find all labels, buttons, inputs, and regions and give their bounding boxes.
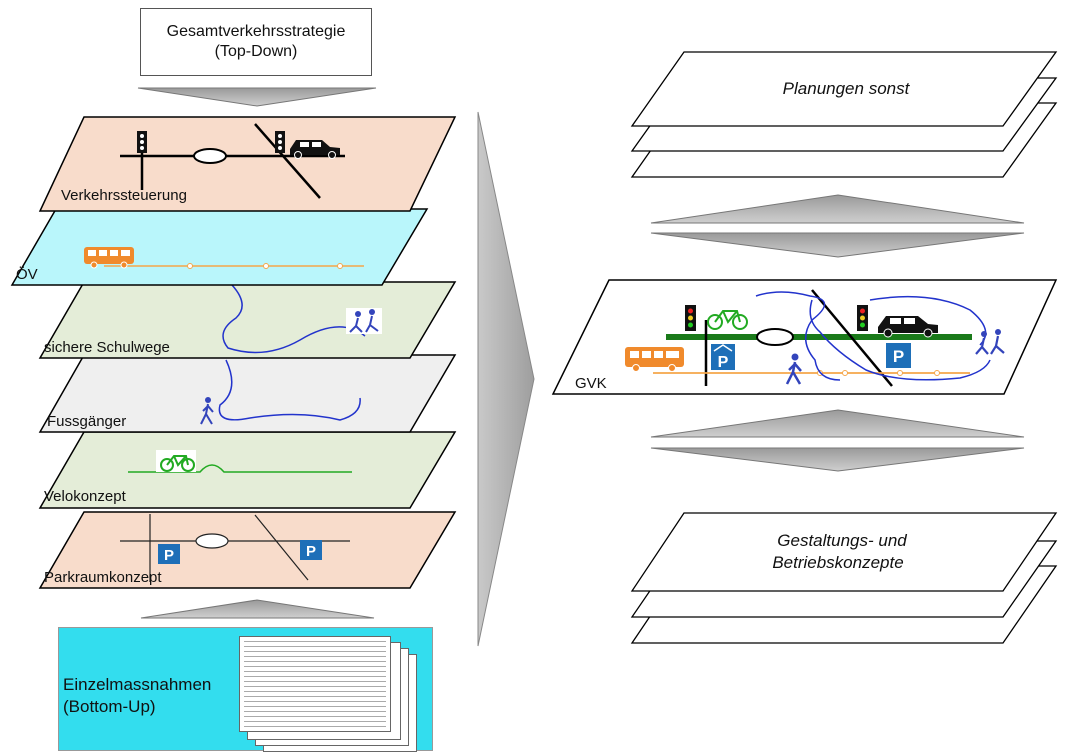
label-planungen-sonst: Planungen sonst <box>783 79 911 98</box>
label-gestaltungs: Gestaltungs- und <box>777 531 907 550</box>
bottom-box-label: Einzelmassnahmen (Bottom-Up) <box>63 675 212 716</box>
layer-gvk: P P GVK <box>551 279 1058 395</box>
layer-verkehrssteuerung: Verkehrssteuerung <box>38 116 457 212</box>
label-gvk: GVK <box>575 375 607 392</box>
layer-label-sichere-schulwege: sichere Schulwege <box>44 339 170 356</box>
traffic-light-icon <box>857 305 868 331</box>
traffic-light-icon <box>137 131 147 153</box>
bicycle-icon <box>156 450 196 472</box>
double-arrow-down <box>650 447 1025 472</box>
layer-parkraumkonzept: P P Parkraumkonzept <box>38 511 457 589</box>
pedestrian-icon <box>785 353 802 385</box>
svg-text:P: P <box>718 354 729 371</box>
layer-label-parkraumkonzept: Parkraumkonzept <box>44 569 162 586</box>
school-children-icon <box>975 329 1005 355</box>
stack-gestaltungs-betriebskonzepte: Gestaltungs- und Betriebskonzepte <box>630 512 1058 644</box>
layer-fussgaenger: Fussgänger <box>38 354 457 433</box>
up-arrow <box>140 599 375 619</box>
top-box-line1: Gesamtverkehrsstrategie <box>166 23 346 40</box>
parking-sign-icon: P <box>300 540 322 560</box>
layer-label-verkehrssteuerung: Verkehrssteuerung <box>61 187 187 204</box>
car-icon <box>878 316 938 338</box>
bottom-up-box: Einzelmassnahmen (Bottom-Up) <box>58 627 433 752</box>
layer-label-oev: ÖV <box>16 265 38 283</box>
double-arrow-up <box>650 409 1025 438</box>
bicycle-icon <box>707 310 748 330</box>
bus-icon <box>84 247 134 269</box>
school-children-icon <box>346 308 382 334</box>
parking-sign-icon: P <box>158 544 180 564</box>
double-arrow-down <box>650 232 1025 258</box>
down-arrow <box>137 87 377 107</box>
label-betriebskonzepte: Betriebskonzepte <box>772 553 903 572</box>
layer-label-fussgaenger: Fussgänger <box>47 413 126 430</box>
double-arrow-up <box>650 194 1025 224</box>
svg-text:P: P <box>164 547 174 564</box>
layer-label-velokonzept: Velokonzept <box>44 488 127 505</box>
layer-oev: ÖV <box>10 208 429 286</box>
parking-sign-icon: P <box>886 343 911 368</box>
stack-planungen-sonst: Planungen sonst <box>630 51 1058 178</box>
svg-text:P: P <box>306 543 316 560</box>
bus-icon <box>625 347 684 372</box>
pedestrian-icon <box>200 397 214 425</box>
car-icon <box>290 140 340 159</box>
park-and-ride-sign-icon: P <box>711 344 735 371</box>
traffic-light-icon <box>685 305 696 331</box>
traffic-light-icon <box>275 131 285 153</box>
layer-sichere-schulwege: sichere Schulwege <box>38 281 457 359</box>
top-box-line2: (Top-Down) <box>214 43 298 60</box>
right-arrow <box>477 111 535 647</box>
svg-text:P: P <box>893 347 904 366</box>
top-down-box: Gesamtverkehrsstrategie (Top-Down) <box>140 8 372 76</box>
layer-velokonzept: Velokonzept <box>38 431 457 509</box>
